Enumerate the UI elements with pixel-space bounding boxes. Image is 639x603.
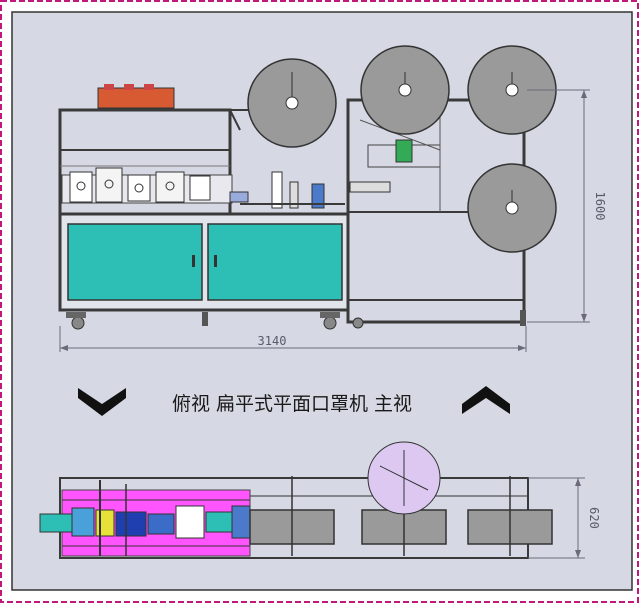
caption-row: 俯视 扁平式平面口罩机 主视 [78, 386, 510, 416]
dimension-height-label: 1600 [593, 192, 607, 221]
dimension-height: 1600 [527, 89, 607, 323]
dimension-length: 3140 [59, 326, 527, 352]
dimension-length-label: 3140 [258, 334, 287, 348]
welding-stations [61, 167, 345, 209]
cabinet-door-right [207, 223, 343, 301]
chevron-down-icon [78, 388, 126, 416]
material-rolls [247, 45, 557, 253]
front-view: 1600 3140 [58, 45, 607, 352]
chevron-up-icon [462, 386, 510, 414]
dimension-width: 620 [528, 477, 601, 559]
dimension-width-label: 620 [587, 507, 601, 529]
top-view: 620 [39, 441, 601, 559]
cabinet-door-left [67, 223, 203, 301]
view-caption: 俯视 扁平式平面口罩机 主视 [172, 393, 412, 415]
